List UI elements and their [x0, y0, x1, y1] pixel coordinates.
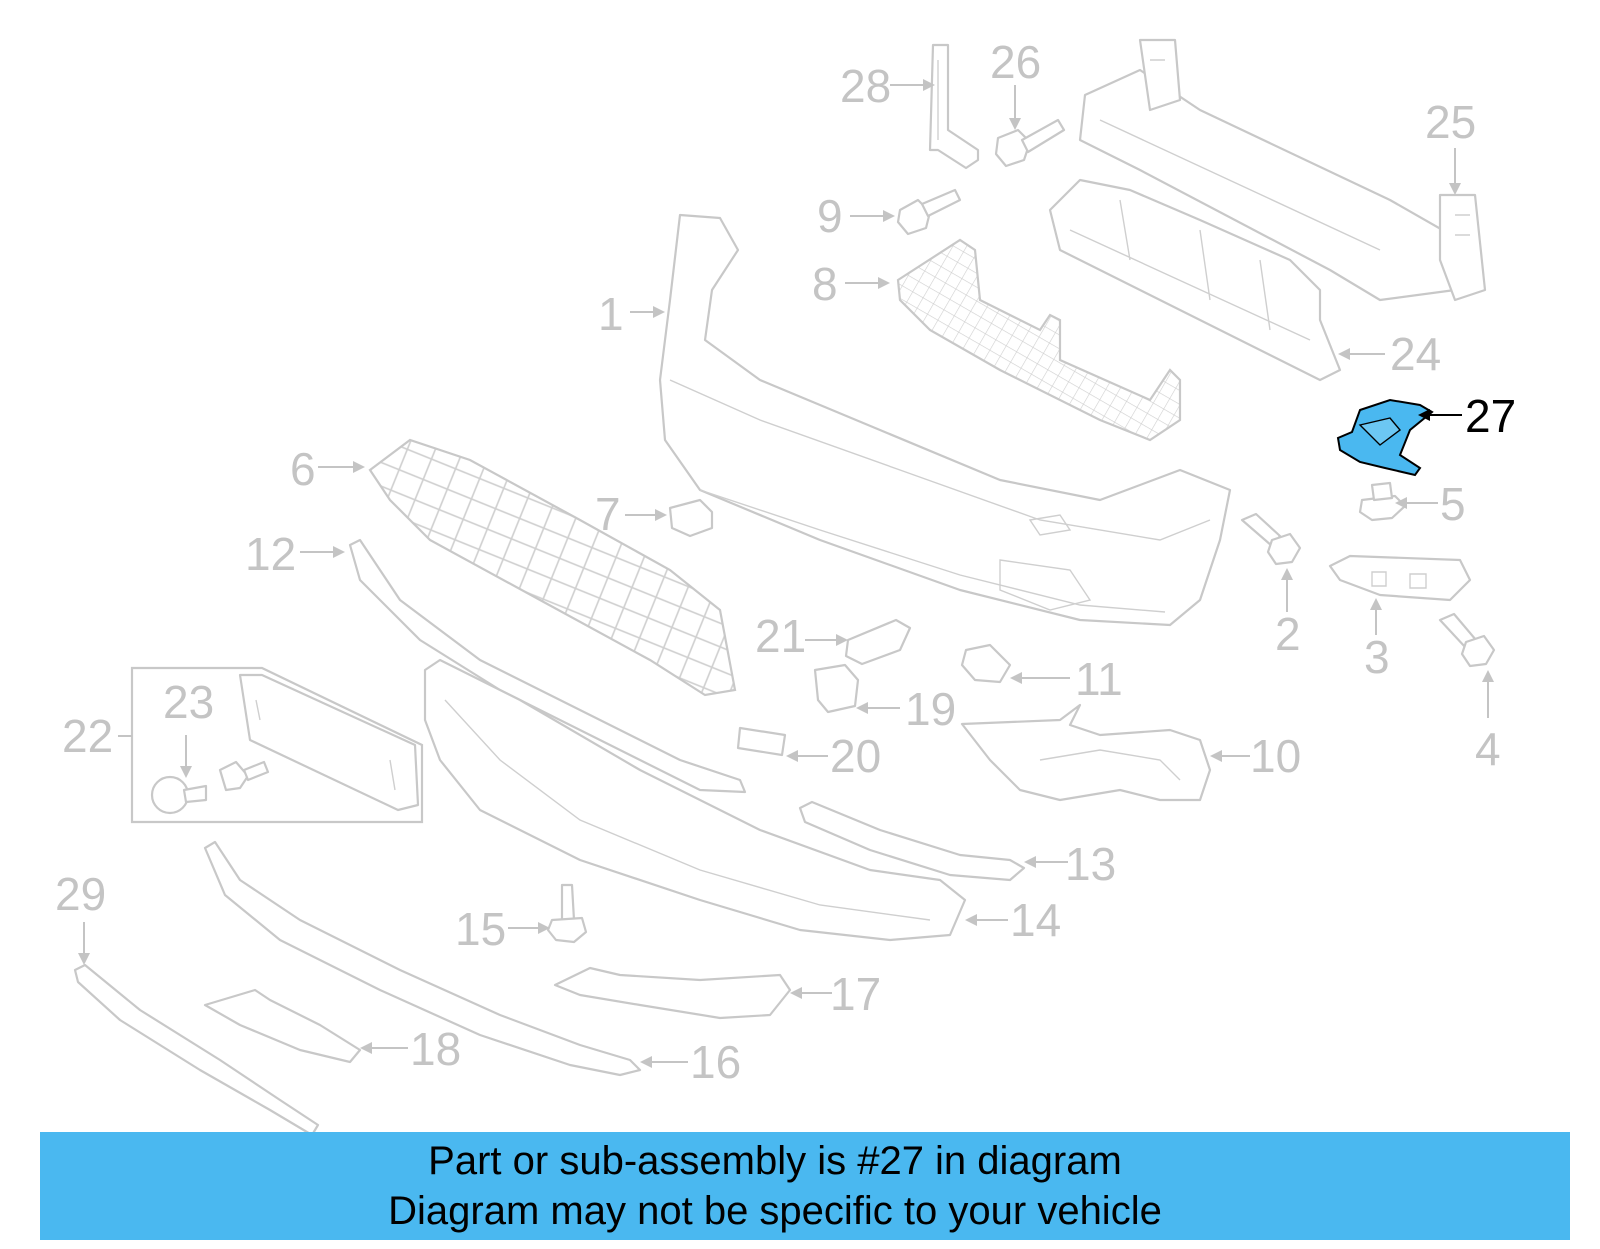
part-19-bracket: [813, 663, 860, 714]
part-3-guide: [1328, 554, 1472, 602]
part-6-lower-grille: [368, 438, 737, 697]
part-5-clip: [1358, 481, 1407, 522]
callout-2: 2: [1275, 608, 1301, 660]
part-11-clip: [960, 643, 1012, 684]
part-20-pad: [736, 726, 787, 757]
callout-9: 9: [817, 190, 843, 242]
part-10-bezel: [960, 703, 1212, 802]
callout-26: 26: [990, 36, 1041, 88]
part-28-bracket: [928, 43, 980, 170]
callout-3: 3: [1364, 631, 1390, 683]
part-24-absorber: [1048, 178, 1342, 382]
callout-16: 16: [690, 1036, 741, 1088]
part-27-bracket: [1336, 398, 1434, 477]
part-13-strip: [798, 800, 1026, 882]
callout-8: 8: [812, 258, 838, 310]
part-18-bracket: [203, 988, 362, 1064]
callout-21: 21: [755, 610, 806, 662]
part-8-grille: [896, 238, 1182, 442]
callout-12: 12: [245, 528, 296, 580]
callout-5: 5: [1440, 478, 1466, 530]
part-17-trim: [553, 966, 792, 1020]
callout-13: 13: [1065, 838, 1116, 890]
callout-4: 4: [1475, 723, 1501, 775]
callout-20: 20: [830, 730, 881, 782]
callout-14: 14: [1010, 894, 1061, 946]
callout-7: 7: [595, 488, 621, 540]
banner-line-2: Diagram may not be specific to your vehi…: [388, 1189, 1162, 1233]
callout-27: 27: [1465, 390, 1516, 442]
callout-19: 19: [905, 683, 956, 735]
part-16-lower-lip: [203, 840, 642, 1077]
part-14-lower-bumper: [423, 658, 967, 942]
callout-1: 1: [598, 288, 624, 340]
info-banner: Part or sub-assembly is #27 in diagram D…: [40, 1132, 1570, 1240]
callout-24: 24: [1390, 328, 1441, 380]
part-7-nut: [668, 498, 714, 538]
callout-15: 15: [455, 903, 506, 955]
callout-28: 28: [840, 60, 891, 112]
part-12-molding: [348, 538, 747, 794]
part-29-strip: [73, 963, 320, 1137]
callouts: 28 26 25 9 8 1 24 27 6 5 7 12 2: [55, 36, 1516, 1088]
part-21-cap: [844, 618, 912, 666]
part-25-reinforcement: [1078, 38, 1487, 302]
callout-11: 11: [1075, 653, 1123, 705]
part-2-bolt: [1240, 512, 1302, 566]
callout-29: 29: [55, 868, 106, 920]
part-22-license-bracket: [130, 666, 424, 824]
part-9-bolt: [896, 188, 962, 236]
part-4-bolt: [1438, 612, 1496, 668]
banner-line-1: Part or sub-assembly is #27 in diagram: [428, 1139, 1122, 1183]
part-15-bolt: [546, 883, 588, 944]
part-26-bolt: [994, 118, 1066, 168]
callout-23: 23: [163, 676, 214, 728]
callout-18: 18: [410, 1023, 461, 1075]
callout-22: 22: [62, 710, 113, 762]
callout-6: 6: [290, 443, 316, 495]
callout-17: 17: [830, 968, 881, 1020]
callout-25: 25: [1425, 96, 1476, 148]
part-1-bumper-cover: [658, 213, 1232, 627]
callout-10: 10: [1250, 730, 1301, 782]
